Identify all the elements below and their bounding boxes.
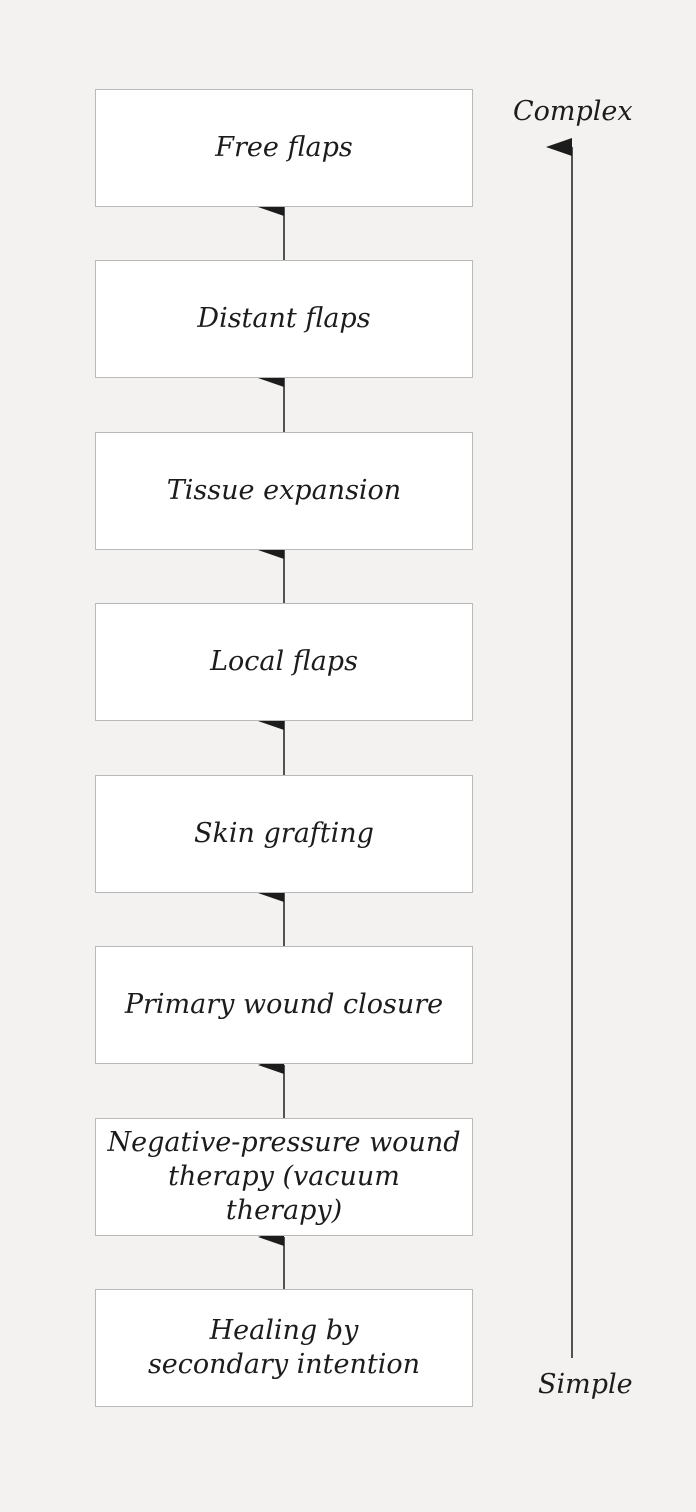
step-label: Skin grafting [194,818,374,849]
scale-label-simple: Simple [538,1369,633,1400]
step-tissue-expansion: Tissue expansion [95,432,473,550]
step-label-line-1: Healing by [209,1315,359,1346]
step-skin-grafting: Skin grafting [95,775,473,893]
step-label: Primary wound closure [124,989,444,1020]
step-label-line-2: secondary intention [147,1349,421,1380]
step-label-line-1: Negative-pressure wound [107,1127,461,1158]
step-label-line-2: therapy (vacuum therapy) [168,1161,400,1226]
scale-label-complex: Complex [513,96,633,127]
step-distant-flaps: Distant flaps [95,260,473,378]
step-negative-pressure-wound-therapy: Negative-pressure wound therapy (vacuum … [95,1118,473,1236]
step-label: Local flaps [210,646,358,677]
step-label: Free flaps [215,132,353,163]
step-label: Distant flaps [197,303,371,334]
step-label: Tissue expansion [166,475,402,506]
step-free-flaps: Free flaps [95,89,473,207]
step-primary-wound-closure: Primary wound closure [95,946,473,1064]
step-local-flaps: Local flaps [95,603,473,721]
step-healing-by-secondary-intention: Healing by secondary intention [95,1289,473,1407]
